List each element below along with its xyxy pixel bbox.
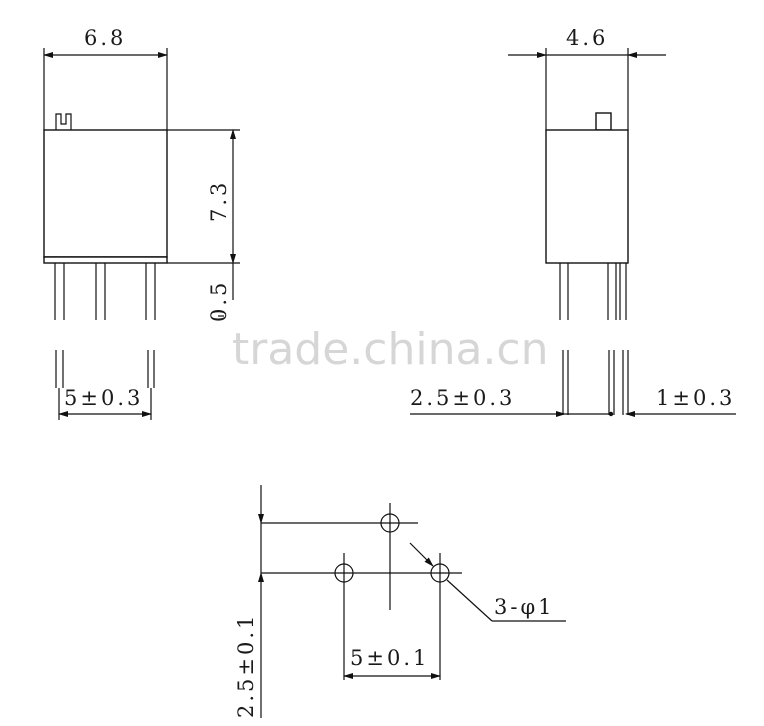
side-body bbox=[545, 129, 629, 264]
side-top-tab bbox=[595, 112, 612, 131]
footprint-col-pitch-label: 5±0.1 bbox=[350, 646, 429, 670]
side-width-label: 4.6 bbox=[566, 26, 608, 50]
front-pins bbox=[54, 263, 156, 388]
front-width-label: 6.8 bbox=[84, 26, 126, 50]
front-body bbox=[43, 129, 168, 258]
front-pitch-label: 5±0.3 bbox=[64, 386, 143, 410]
front-standoff-label: 0.5 bbox=[207, 280, 231, 322]
side-pitch-a-label: 2.5±0.3 bbox=[410, 386, 515, 410]
watermark-text: trade.china.cn bbox=[232, 324, 549, 375]
front-base bbox=[43, 256, 168, 264]
front-view: 6.8 7.3 0.5 5±0.3 bbox=[43, 26, 240, 420]
footprint-row-pitch-label: 2.5±0.1 bbox=[234, 613, 258, 718]
pcb-footprint: 2.5±0.1 5±0.1 3-φ1 bbox=[234, 485, 566, 718]
side-pitch-b-label: 1±0.3 bbox=[656, 386, 735, 410]
footprint-hole-right bbox=[430, 563, 450, 583]
footprint-hole-top bbox=[380, 513, 400, 533]
footprint-hole-label: 3-φ1 bbox=[494, 595, 555, 619]
footprint-hole-left bbox=[334, 563, 354, 583]
front-height-label: 7.3 bbox=[207, 180, 231, 222]
side-pins bbox=[559, 263, 629, 415]
front-top-tab bbox=[55, 113, 72, 130]
side-pitch-dot bbox=[608, 411, 614, 417]
side-view: 4.6 2.5±0.3 1±0.3 bbox=[410, 26, 736, 417]
